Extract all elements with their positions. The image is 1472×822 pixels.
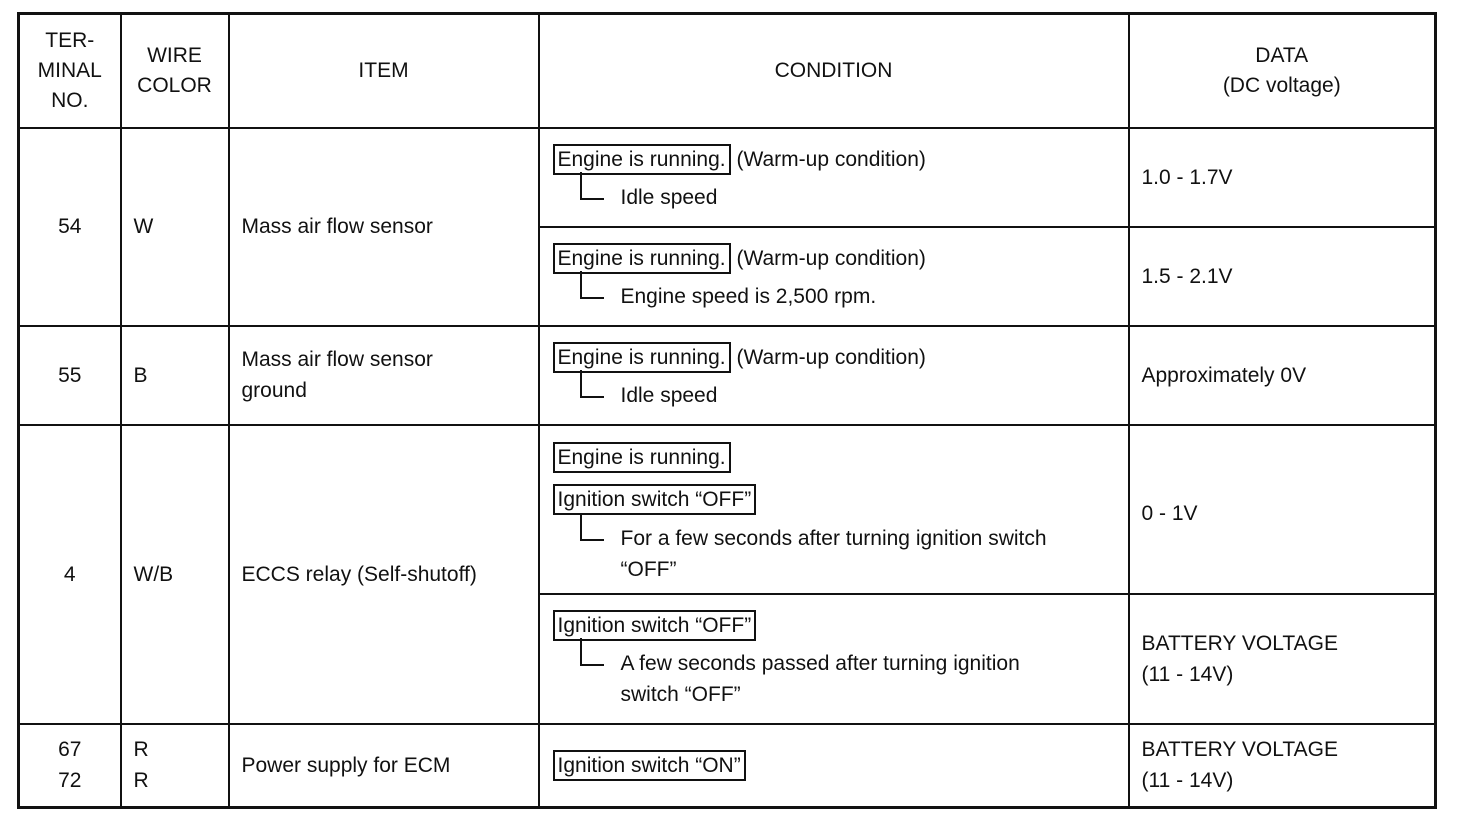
- item-cell: Mass air flow sensor: [227, 126, 540, 327]
- condition-cell: Engine is running. (Warm-up condition) I…: [537, 126, 1130, 228]
- table-row: 54 W Mass air flow sensor Engine is runn…: [17, 126, 1437, 327]
- terminal-cell: 67 72: [17, 722, 122, 809]
- terminal-cell: 54: [17, 126, 122, 327]
- table-row: Ignition switch “OFF” A few seconds pass…: [19, 592, 1437, 725]
- condition-note: (Warm-up condition): [730, 346, 926, 369]
- sub-condition: For a few seconds after turning ignition…: [553, 512, 1118, 585]
- data-cell: BATTERY VOLTAGE (11 - 14V): [1127, 722, 1437, 809]
- terminal-cell: 55: [17, 324, 122, 426]
- data-cell: Approximately 0V: [1127, 324, 1437, 426]
- data-cell: 1.5 - 2.1V: [1127, 225, 1437, 327]
- table-row: 55 B Mass air flow sensor ground Engine …: [17, 324, 1437, 426]
- condition-box: Engine is running.: [552, 144, 731, 175]
- condition-cell: Engine is running. (Warm-up condition) E…: [537, 225, 1130, 327]
- sub-condition: A few seconds passed after turning ignit…: [553, 638, 1118, 710]
- data-cell: 0 - 1V: [1127, 423, 1437, 595]
- wire-color-cell: R R: [119, 722, 230, 809]
- condition-cell: Engine is running. Ignition switch “OFF”…: [537, 423, 1130, 595]
- sub-condition: Engine speed is 2,500 rpm.: [553, 271, 1118, 312]
- item-cell: ECCS relay (Self-shutoff): [227, 423, 540, 725]
- table-row: 4 W/B ECCS relay (Self-shutoff) Engine i…: [17, 423, 1437, 725]
- condition-box: Engine is running.: [552, 243, 731, 274]
- data-cell: 1.0 - 1.7V: [1127, 126, 1437, 228]
- item-cell: Power supply for ECM: [227, 722, 540, 809]
- header-row: TER- MINAL NO. WIRE COLOR ITEM CONDITION…: [17, 12, 1437, 129]
- condition-box: Engine is running.: [552, 342, 731, 373]
- condition-cell: Ignition switch “ON”: [537, 722, 1130, 809]
- condition-note: (Warm-up condition): [730, 148, 926, 171]
- condition-box: Ignition switch “OFF”: [552, 610, 757, 641]
- sub-condition: Idle speed: [553, 172, 1118, 213]
- item-cell: Mass air flow sensor ground: [227, 324, 540, 426]
- header-condition: CONDITION: [537, 12, 1130, 129]
- table-row: 67 72 R R Power supply for ECM Ignition …: [17, 722, 1437, 809]
- sub-condition: Idle speed: [553, 370, 1118, 411]
- header-terminal: TER- MINAL NO.: [17, 12, 122, 129]
- condition-cell: Ignition switch “OFF” A few seconds pass…: [537, 592, 1130, 725]
- condition-cell: Engine is running. (Warm-up condition) I…: [537, 324, 1130, 426]
- header-wire-color: WIRE COLOR: [119, 12, 230, 129]
- wire-color-cell: B: [119, 324, 230, 426]
- table-row: Engine is running. (Warm-up condition) E…: [19, 225, 1437, 327]
- wire-color-cell: W/B: [119, 423, 230, 725]
- condition-box: Ignition switch “OFF”: [552, 483, 757, 515]
- ecm-terminal-table: TER- MINAL NO. WIRE COLOR ITEM CONDITION…: [17, 12, 1437, 809]
- condition-box: Ignition switch “ON”: [552, 749, 746, 781]
- condition-note: (Warm-up condition): [730, 247, 926, 270]
- condition-box: Engine is running.: [552, 441, 731, 473]
- header-item: ITEM: [227, 12, 540, 129]
- terminal-cell: 4: [17, 423, 122, 725]
- header-data: DATA (DC voltage): [1127, 12, 1437, 129]
- wire-color-cell: W: [119, 126, 230, 327]
- data-cell: BATTERY VOLTAGE (11 - 14V): [1127, 592, 1437, 725]
